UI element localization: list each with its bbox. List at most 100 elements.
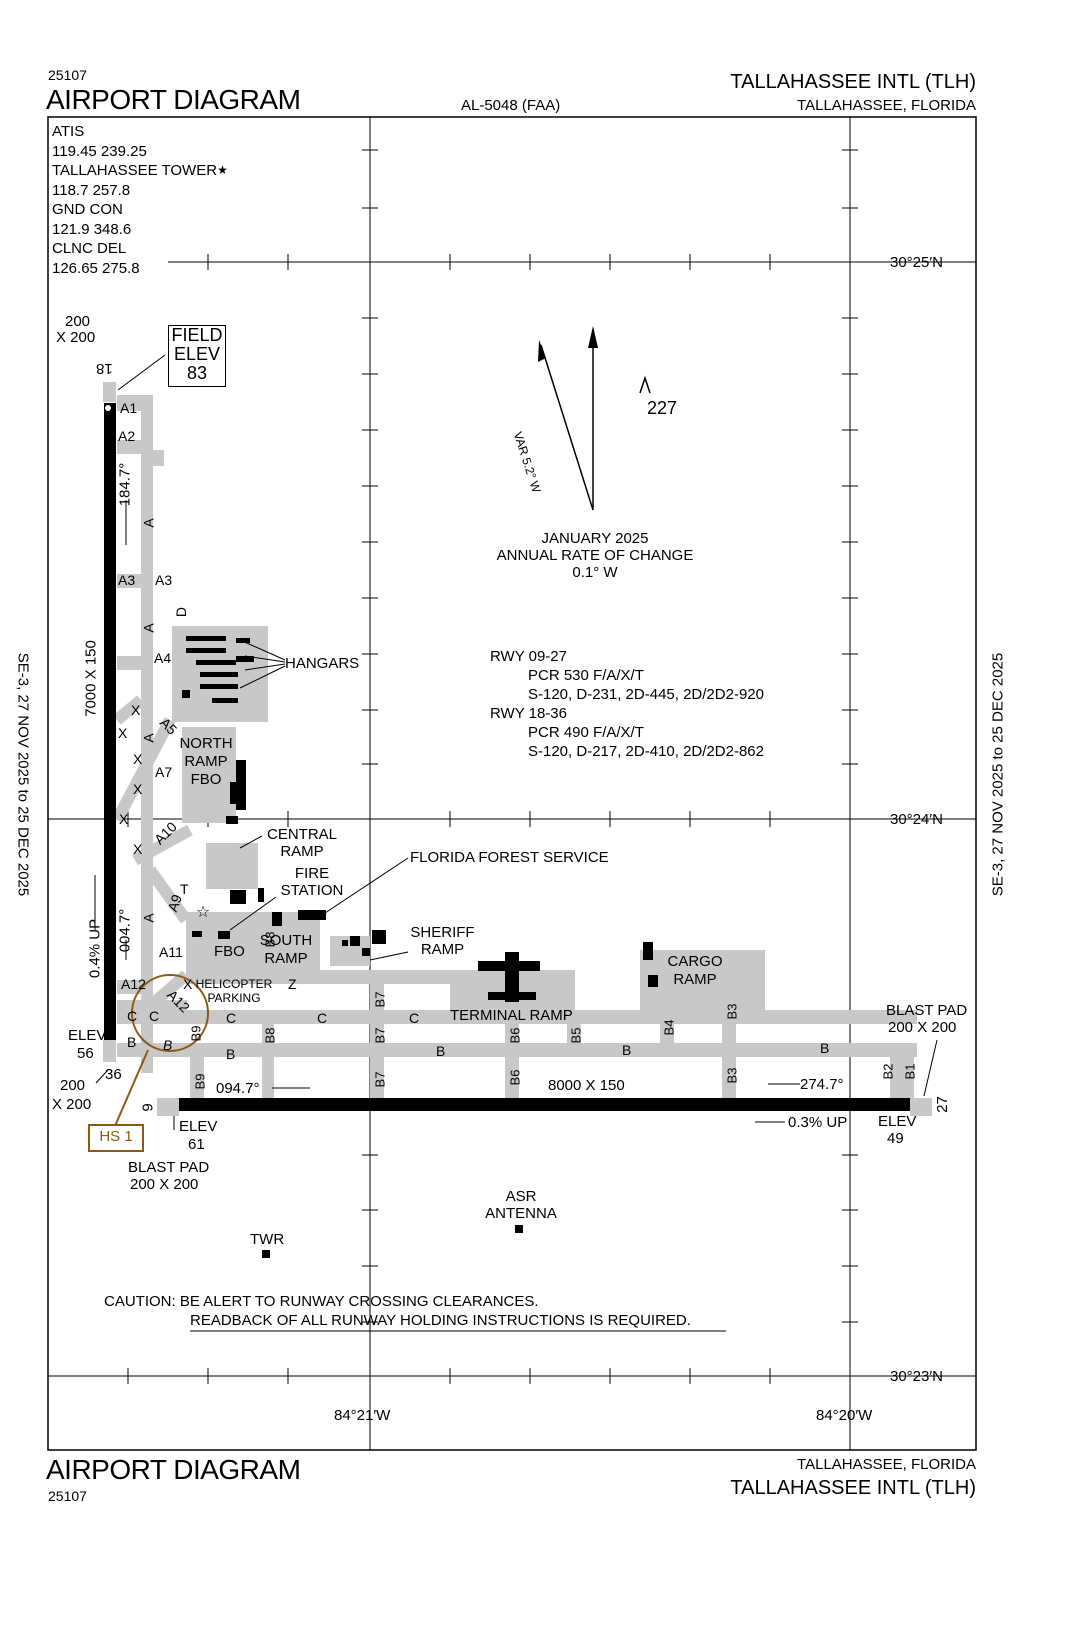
helicopter-line2: PARKING — [207, 991, 261, 1005]
blast-pad-9-label: BLAST PAD — [128, 1159, 210, 1176]
footer-title: AIRPORT DIAGRAM — [46, 1454, 301, 1485]
taxiway-a2: A2 — [118, 428, 136, 444]
north-ramp-line1: NORTH — [179, 735, 233, 752]
chart-border — [47, 116, 977, 1451]
taxiway-b6-south: B6 — [507, 1069, 523, 1086]
taxiway-x-1: X — [118, 725, 128, 741]
central-ramp-label: CENTRAL RAMP — [262, 826, 342, 860]
asr-antenna-label: ASR ANTENNA — [476, 1188, 566, 1222]
freq-atis-name: ATIS — [52, 123, 85, 140]
chart-id: AL-5048 (FAA) — [461, 97, 561, 114]
taxiway-x-7: X — [183, 976, 193, 992]
tower-star-marker: ★ — [217, 163, 228, 177]
field-elev-label2: ELEV — [173, 344, 221, 364]
pad-36-size-2: X 200 — [52, 1096, 92, 1113]
elev-36-value: 56 — [77, 1045, 94, 1062]
taxiway-b8-north: B8 — [262, 931, 278, 948]
north-ramp-label: NORTH RAMP FBO — [176, 735, 236, 789]
helicopter-line1: HELICOPTER — [195, 977, 273, 991]
lon-right: 84°20′W — [816, 1407, 873, 1424]
rwy-info-0-weights: S-120, D-231, 2D-445, 2D/2D2-920 — [528, 686, 764, 703]
forest-service-label: FLORIDA FOREST SERVICE — [410, 849, 609, 866]
gradient-09-27: 0.3% UP — [788, 1114, 848, 1131]
taxiway-b1: B1 — [902, 1063, 918, 1080]
blast-pad-27-size: 200 X 200 — [888, 1019, 957, 1036]
taxiway-b-1: B — [127, 1034, 137, 1050]
lat-lon-grid — [48, 117, 976, 1450]
pad-36-size-1: 200 — [60, 1077, 86, 1094]
fire-station-line2: STATION — [280, 882, 344, 899]
asr-line1: ASR — [505, 1188, 537, 1205]
blast-pad-18 — [103, 382, 116, 402]
runway-18-36-dimensions: 7000 X 150 — [82, 640, 100, 717]
south-ramp-line1: SOUTH — [259, 932, 313, 949]
taxiway-a-2: A — [140, 623, 157, 633]
sheriff-ramp-line1: SHERIFF — [410, 924, 475, 941]
heading-184: 184.7° — [116, 462, 134, 507]
taxiway-a12: A12 — [121, 976, 146, 992]
caution-line1: CAUTION: BE ALERT TO RUNWAY CROSSING CLE… — [104, 1293, 539, 1310]
lat-bottom: 30°23′N — [890, 1368, 944, 1385]
fire-station-line1: FIRE — [294, 865, 330, 882]
page-title: AIRPORT DIAGRAM — [46, 84, 301, 115]
taxiway-b8: B8 — [262, 1027, 278, 1044]
taxiway-x-6: X — [133, 841, 143, 857]
taxiway-a1: A1 — [120, 400, 138, 416]
pad-18-size-2: X 200 — [56, 329, 96, 346]
pad-18-size-1: 200 — [65, 313, 91, 330]
helicopter-parking-label: HELICOPTER PARKING — [194, 977, 274, 1005]
taxiway-a3-west: A3 — [118, 572, 136, 588]
chart-number: 25107 — [48, 67, 87, 83]
blast-pad-9-size: 200 X 200 — [130, 1176, 199, 1193]
south-ramp-line2: RAMP — [264, 950, 308, 967]
field-elev-label1: FIELD — [171, 325, 223, 345]
taxiway-b-3: B — [226, 1046, 236, 1062]
obstacle-height: 227 — [647, 398, 678, 418]
cargo-ramp-line2: RAMP — [673, 971, 717, 988]
taxiway-a7: A7 — [155, 764, 173, 780]
elev-9-value: 61 — [188, 1136, 205, 1153]
gradient-18-36: 0.4% UP — [86, 918, 104, 979]
caution-line2: READBACK OF ALL RUNWAY HOLDING INSTRUCTI… — [190, 1312, 691, 1329]
taxiway-a-4: A — [140, 913, 157, 923]
runway-09-27-dimensions: 8000 X 150 — [548, 1077, 625, 1094]
taxiway-b5: B5 — [568, 1027, 584, 1044]
freq-clnc-value: 126.65 275.8 — [52, 259, 140, 277]
freq-tower-name: TALLAHASSEE TOWER — [52, 162, 218, 179]
frequency-list: ATIS 119.45 239.25 TALLAHASSEE TOWER★ 11… — [52, 122, 228, 278]
elev-27-label: ELEV — [878, 1113, 917, 1130]
tower-label: TWR — [250, 1231, 285, 1248]
taxiway-b-6: B — [820, 1040, 830, 1056]
blast-pad-9 — [157, 1098, 179, 1116]
obstacle-icon — [639, 375, 651, 394]
taxiway-z: Z — [288, 976, 297, 992]
leader-lines — [95, 354, 938, 1130]
runway-end-marker — [105, 405, 111, 411]
pavement-diagonals — [111, 695, 193, 1020]
elev-36-label: ELEV — [68, 1027, 107, 1044]
taxiway-b-4: B — [436, 1043, 446, 1059]
rwy-info-1-weights: S-120, D-217, 2D-410, 2D/2D2-862 — [528, 743, 764, 760]
annual-rate: JANUARY 2025 ANNUAL RATE OF CHANGE 0.1° … — [470, 530, 720, 581]
validity-left: SE-3, 27 NOV 2025 to 25 DEC 2025 — [14, 652, 32, 897]
freq-clnc-name: CLNC DEL — [52, 240, 127, 257]
taxiway-b7-north: B7 — [372, 991, 388, 1008]
taxiway-b9-south: B9 — [192, 1073, 208, 1090]
sheriff-ramp-line2: RAMP — [420, 941, 465, 958]
hangars-label: HANGARS — [285, 655, 360, 672]
magnetic-north-line — [540, 344, 594, 511]
blast-pad-27 — [910, 1098, 932, 1116]
taxiway-b3-south: B3 — [724, 1067, 740, 1084]
rate-value: 0.1° W — [572, 564, 618, 581]
hot-spot-leader — [114, 1049, 149, 1127]
north-ramp-line2: RAMP — [184, 753, 228, 770]
field-elev-value: 83 — [186, 363, 208, 383]
heading-094: 094.7° — [216, 1080, 260, 1097]
freq-tower: TALLAHASSEE TOWER★ — [52, 161, 228, 181]
heading-004: 004.7° — [116, 908, 134, 953]
magnetic-north-arrow — [538, 340, 546, 362]
fire-station-label: FIRE STATION — [272, 865, 352, 899]
rate-label: ANNUAL RATE OF CHANGE — [496, 547, 694, 564]
taxiway-t: T — [180, 881, 189, 897]
